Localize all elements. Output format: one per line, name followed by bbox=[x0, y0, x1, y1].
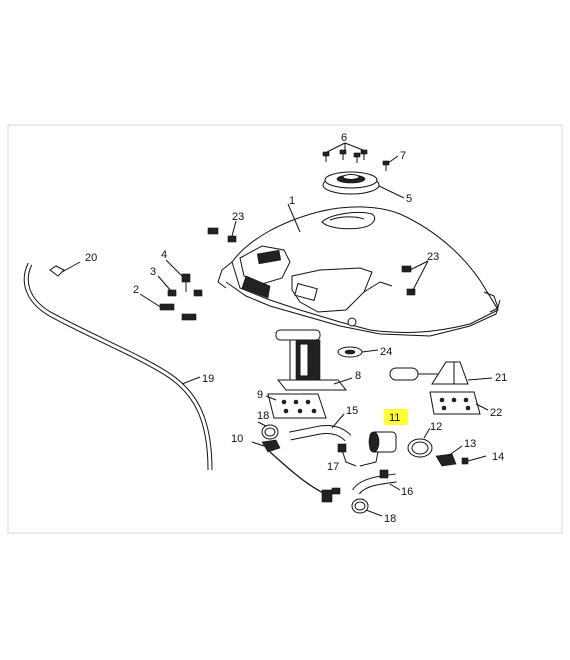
callout-8: 8 bbox=[355, 370, 361, 382]
callout-21: 21 bbox=[495, 372, 507, 384]
callout-18-lower: 18 bbox=[384, 513, 396, 525]
part-18-clamp-upper bbox=[257, 421, 279, 440]
part-15-hose bbox=[289, 413, 352, 442]
callout-12: 12 bbox=[430, 421, 442, 433]
callout-14: 14 bbox=[492, 451, 504, 463]
callout-23-left: 23 bbox=[232, 211, 244, 223]
part-24-washer bbox=[337, 346, 379, 358]
callout-16: 16 bbox=[401, 486, 413, 498]
part-20-clip bbox=[49, 261, 81, 277]
part-16-hose bbox=[352, 469, 401, 495]
part-6-bolts bbox=[322, 142, 368, 163]
callout-1: 1 bbox=[289, 195, 295, 207]
part-12-clamp bbox=[407, 427, 433, 458]
part-9-gasket bbox=[265, 393, 327, 419]
callout-10: 10 bbox=[231, 433, 243, 445]
callout-9: 9 bbox=[257, 389, 263, 401]
part-19-drain-hose bbox=[23, 262, 213, 471]
callout-17: 17 bbox=[327, 461, 339, 473]
parts-2-3-4-fasteners bbox=[139, 259, 203, 321]
part-21-level-sensor bbox=[389, 361, 493, 385]
part-7-screw bbox=[382, 155, 399, 171]
callout-labels: 6 7 5 1 23 23 20 4 3 2 24 19 8 9 21 22 1… bbox=[85, 132, 507, 525]
callout-22: 22 bbox=[490, 407, 502, 419]
part-1-fuel-tank bbox=[217, 203, 501, 337]
callout-7: 7 bbox=[400, 150, 406, 162]
part-22-gasket bbox=[429, 391, 489, 415]
part-10-valve bbox=[251, 439, 341, 503]
callout-4: 4 bbox=[161, 249, 167, 261]
callout-3: 3 bbox=[150, 266, 156, 278]
drawing-frame bbox=[7, 124, 563, 534]
part-14-bolt bbox=[461, 455, 487, 465]
callout-15: 15 bbox=[346, 405, 358, 417]
callout-20: 20 bbox=[85, 252, 97, 264]
part-23-clip-left bbox=[207, 220, 237, 243]
callout-24: 24 bbox=[380, 346, 392, 358]
callout-5: 5 bbox=[406, 193, 412, 205]
callout-11-highlight bbox=[384, 409, 408, 425]
callout-11: 11 bbox=[389, 412, 400, 424]
callout-2: 2 bbox=[133, 284, 139, 296]
part-8-fuel-pump bbox=[275, 329, 353, 391]
part-13-bracket bbox=[435, 445, 463, 467]
callout-6: 6 bbox=[341, 132, 347, 144]
callout-19: 19 bbox=[202, 373, 214, 385]
callout-18-upper: 18 bbox=[257, 410, 269, 422]
part-23-clip-right bbox=[401, 260, 429, 296]
part-18-clamp-lower bbox=[351, 498, 383, 517]
part-5-fuel-cap bbox=[322, 171, 405, 199]
part-11-fuel-filter bbox=[359, 431, 397, 467]
callout-23-right: 23 bbox=[427, 251, 439, 263]
part-17-fitting bbox=[337, 443, 357, 467]
callout-13: 13 bbox=[464, 438, 476, 450]
